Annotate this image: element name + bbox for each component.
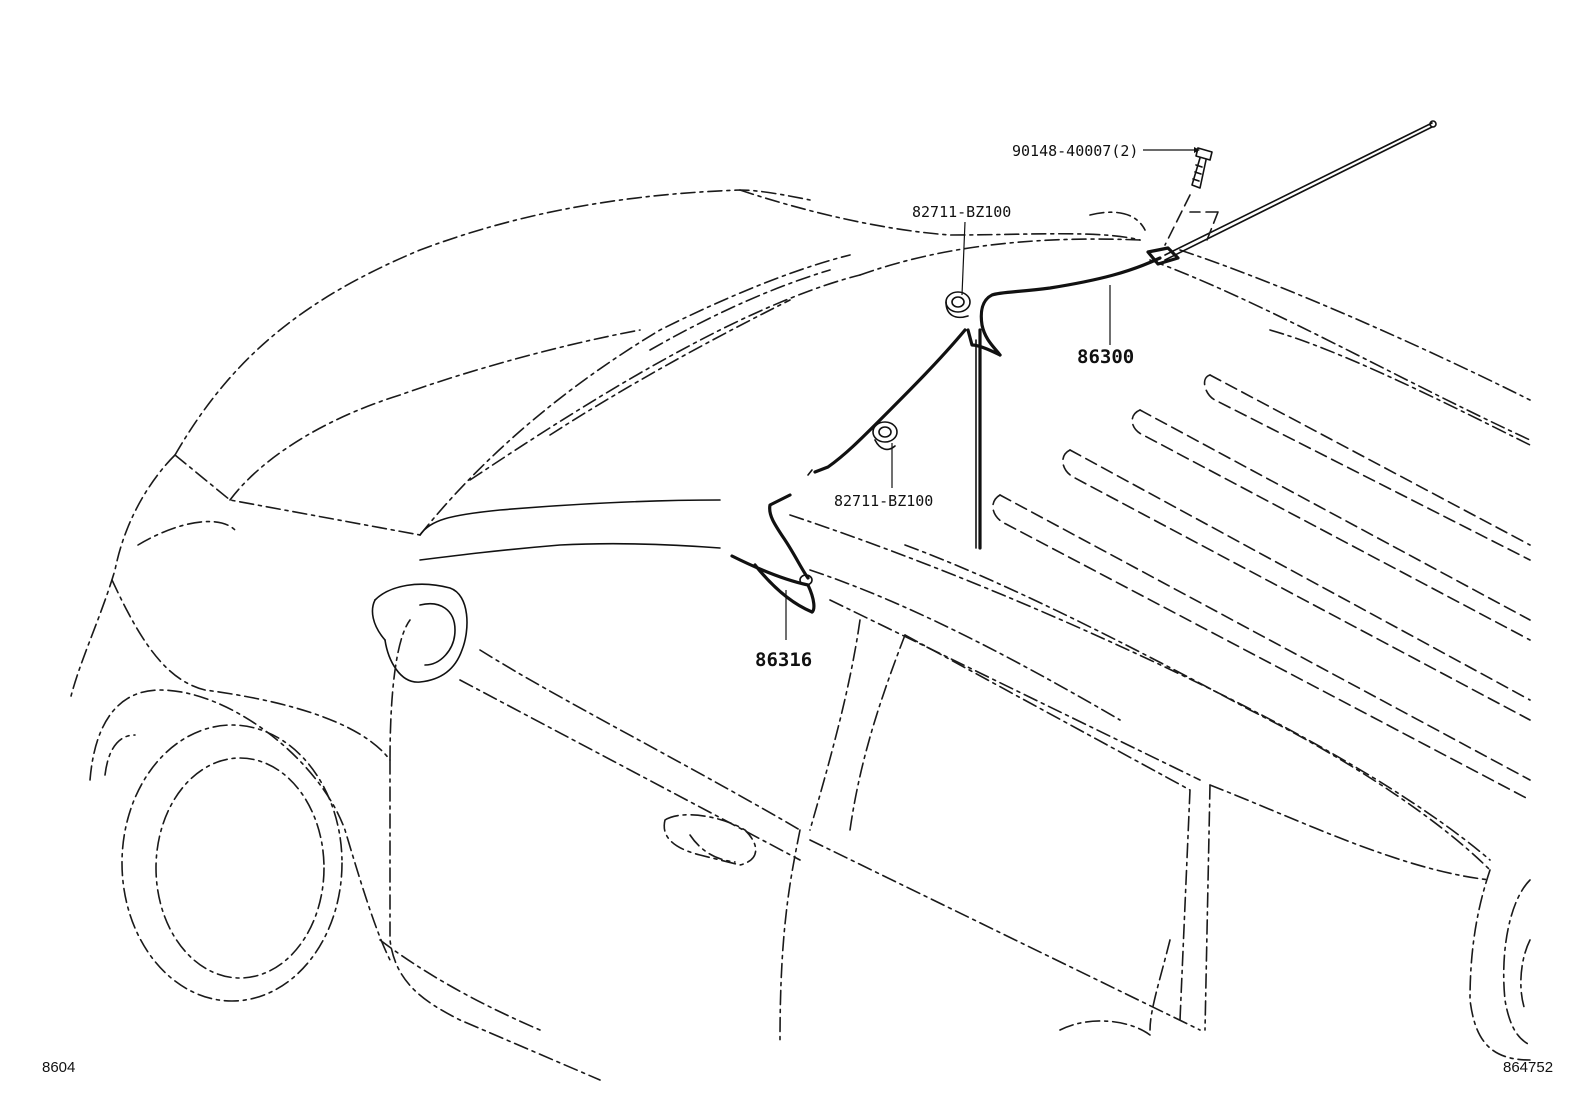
label-antenna-cord: 86300 — [1077, 346, 1134, 368]
clamp-upper — [945, 291, 971, 319]
clamp-lower — [872, 421, 898, 451]
antenna-sub-cord-86316 — [730, 493, 816, 614]
label-clamp-upper: 82711-BZ100 — [912, 203, 1011, 221]
label-clamp-lower: 82711-BZ100 — [834, 492, 933, 510]
footer-left-code: 8604 — [42, 1059, 75, 1076]
footer-right-code: 864752 — [1503, 1059, 1553, 1076]
label-bolt: 90148-40007(2) — [1012, 142, 1138, 160]
label-antenna-sub-cord: 86316 — [755, 649, 812, 671]
vehicle-outline — [69, 189, 1531, 1081]
antenna-rod — [1146, 120, 1437, 266]
leader-lines — [785, 147, 1200, 640]
antenna-cord-86300 — [807, 256, 1162, 550]
bolt — [1164, 147, 1219, 246]
